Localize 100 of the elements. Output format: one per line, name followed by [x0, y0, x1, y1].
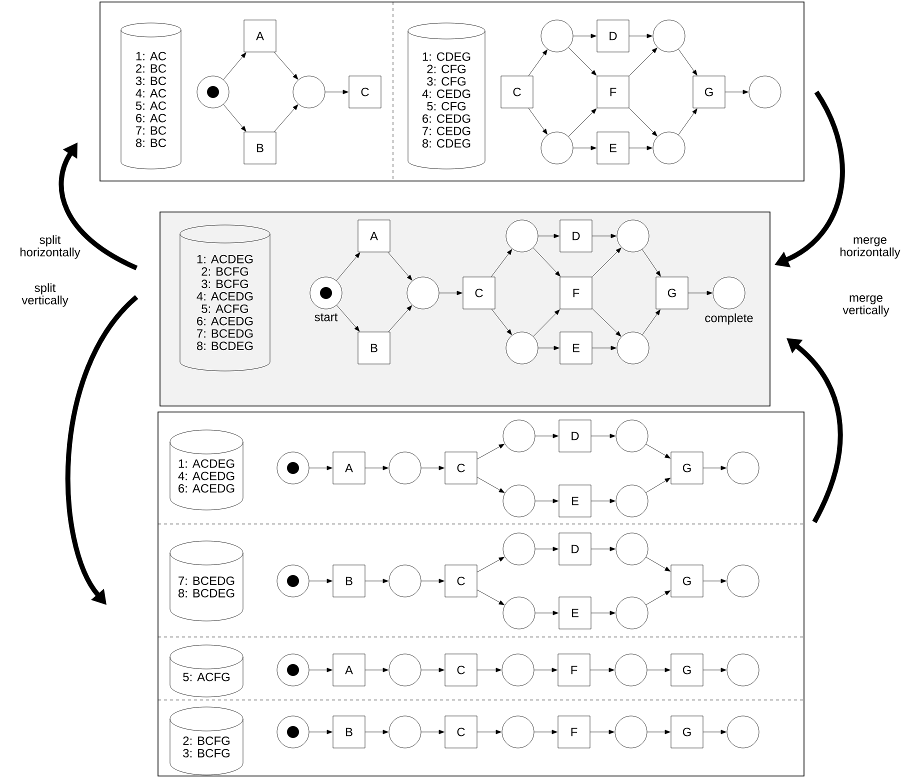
node-label: 3: BCFG [202, 280, 248, 288]
node-label: 3: BCFG [183, 748, 230, 758]
arrow [538, 346, 560, 350]
arrow [642, 249, 661, 277]
transition-box: A [358, 220, 390, 252]
place-circle [540, 20, 574, 52]
arrow [629, 146, 652, 150]
arrow [629, 108, 658, 136]
node-label: 6: AC [136, 114, 166, 122]
place-circle [388, 564, 422, 598]
place-circle [388, 716, 422, 748]
place-circle [506, 220, 538, 252]
arrow [309, 668, 332, 672]
arrow [533, 309, 560, 337]
place-circle [502, 654, 534, 686]
place-circle [726, 564, 760, 598]
transition-box: A [332, 452, 366, 484]
arrow [439, 290, 462, 296]
arrow [629, 34, 652, 38]
arrow [309, 466, 332, 470]
arrow [646, 444, 670, 458]
node-label: 7: CEDG [422, 126, 470, 136]
arrow [688, 290, 712, 296]
transition-box: D [558, 420, 592, 452]
node-label: 5: AC [136, 101, 166, 110]
node-label: 5: ACFG [202, 304, 248, 313]
place-circle [616, 532, 648, 566]
node-label: 4: ACEDG [196, 292, 253, 301]
token-place [196, 76, 230, 108]
transition-box: F [560, 276, 592, 310]
place-circle [502, 484, 536, 518]
arrow [336, 305, 360, 332]
event-log-cylinder: 1: AC 2: BC 3: BC 4: AC 5: AC 6: AC 7: BC 8: BC [120, 22, 182, 170]
arrow [534, 668, 558, 672]
place-circle [616, 596, 648, 630]
arrow [647, 730, 670, 734]
arrow [365, 730, 388, 734]
edge-label: merge horizontally [840, 237, 900, 259]
arrow [365, 578, 388, 584]
place-label: start [314, 313, 338, 322]
transition-box: C [348, 76, 382, 108]
node-label: 1: ACDEG [197, 254, 253, 264]
place-circle [652, 20, 686, 52]
node-label: 2: CFG [427, 64, 466, 74]
place-circle [616, 420, 648, 452]
place-circle [292, 76, 326, 108]
node-label: 3: BC [136, 76, 166, 86]
place-circle [712, 276, 746, 310]
arrow [477, 590, 505, 606]
transition-box: A [332, 654, 366, 686]
event-log-cylinder: 2: BCFG 3: BCFG [170, 706, 244, 776]
arrow [365, 466, 388, 470]
arrow [336, 252, 360, 281]
transition-box: B [358, 332, 390, 364]
arrow [477, 477, 505, 493]
transition-box: B [244, 132, 276, 164]
arrow [678, 48, 698, 76]
token-place [310, 276, 342, 310]
place-circle [502, 596, 536, 630]
arrow [365, 668, 388, 672]
arrow [591, 546, 616, 552]
arrow [309, 578, 332, 584]
node-label: 4: CEDG [422, 90, 470, 98]
arrow [568, 47, 597, 76]
arrow [491, 249, 512, 277]
transition-box: E [558, 596, 592, 630]
arrow [592, 308, 622, 337]
arrow [477, 444, 505, 460]
arrow [528, 108, 548, 135]
arrow [534, 730, 558, 734]
node-label: 7: BCEDG [197, 329, 253, 338]
place-circle [506, 332, 538, 364]
place-circle [652, 132, 686, 164]
arrow [725, 90, 748, 94]
node-label: 2: BC [136, 64, 166, 73]
node-label: 8: BC [136, 138, 166, 148]
node-label: 1: CDEG [422, 52, 470, 61]
place-circle [502, 532, 536, 566]
transition-box: C [444, 654, 478, 686]
token-place [276, 716, 310, 748]
transition-box: A [244, 20, 276, 52]
transition-box: F [558, 716, 590, 748]
transition-box: C [444, 564, 478, 598]
node-label: 1: AC [136, 52, 166, 60]
arrow [388, 252, 412, 280]
node-label: 6: ACEDG [178, 484, 234, 493]
event-log-cylinder: 1: CDEG 2: CFG 3: CFG 4: CEDG 5: CFG 6: CEDG 7: CEDG 8: CDEG [408, 22, 486, 170]
arrow [646, 590, 670, 606]
arrow [703, 730, 726, 734]
token-place [276, 452, 310, 484]
node-label: 5: CFG [427, 102, 466, 110]
arrow [568, 108, 597, 137]
place-circle [616, 220, 650, 252]
event-log-cylinder: 1: ACDEG 2: BCFG 3: BCFG 4: ACEDG 5: ACFG 6: ACEDG 7: BCEDG 8: BCDEG [180, 224, 270, 372]
arrow [538, 234, 560, 238]
edge-label: split horizontally [20, 235, 80, 259]
node-label: 2: BCFG [183, 736, 230, 746]
place-circle [748, 76, 782, 108]
node-label: 8: CDEG [422, 139, 470, 148]
transition-box: E [558, 484, 592, 518]
